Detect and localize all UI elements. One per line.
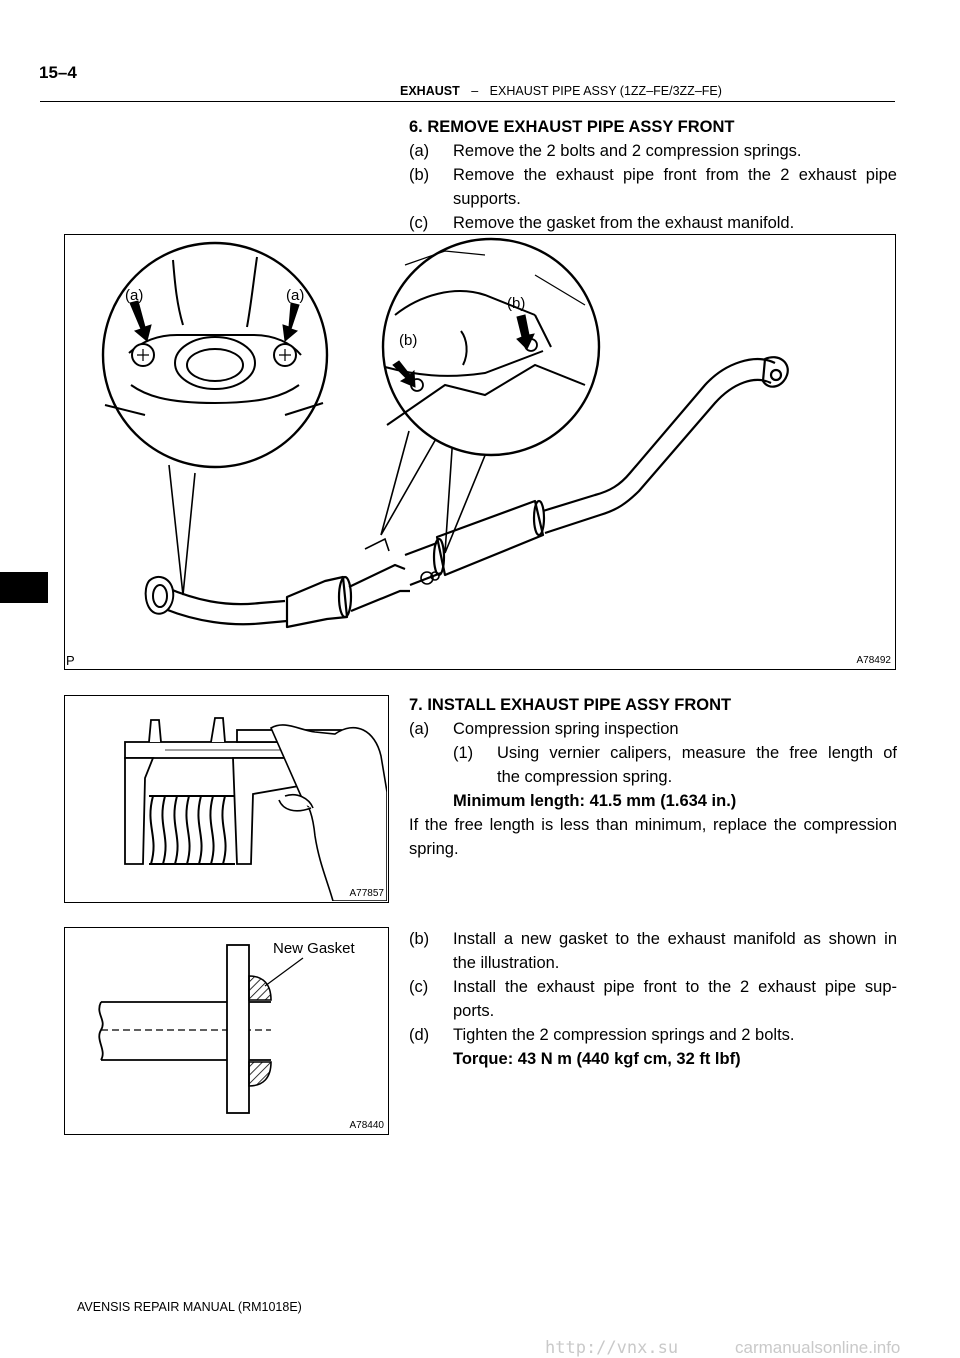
page-header-title: EXHAUST – EXHAUST PIPE ASSY (1ZZ–FE/3ZZ–… [400,84,722,98]
figure-corner-mark: P [66,653,75,668]
exhaust-pipe-illustration [101,237,789,629]
callout-b-upper: (b) [507,295,526,312]
item-text: Compression spring inspection [453,720,679,738]
step-6-item-a: (a) Remove the 2 bolts and 2 compression… [409,139,897,163]
sub-text: Using vernier calipers, measure the free… [497,744,897,762]
step-7-item-b: (b) Install a new gasket to the exhaust … [409,927,897,951]
step-7-sub-1-cont: the compression spring. [497,768,673,786]
step-7-heading: 7. INSTALL EXHAUST PIPE ASSY FRONT [409,696,732,714]
watermark-right: carmanualsonline.info [735,1338,901,1357]
item-label: (d) [409,1026,430,1044]
step-6-heading: 6. REMOVE EXHAUST PIPE ASSY FRONT [409,118,735,136]
page-number: 15–4 [39,63,77,82]
figure-code: A78440 [349,1120,384,1131]
step-7-item-d: (d) Tighten the 2 compression springs an… [409,1023,897,1047]
figure-vernier-caliper: A77857 [64,695,389,903]
note-line-2: spring. [409,840,459,858]
item-label: (c) [409,214,429,232]
section-name: EXHAUST [400,84,460,98]
watermark-left: http://vnx.su [545,1338,679,1358]
item-label: (b) [409,930,430,948]
new-gasket-label: New Gasket [273,940,355,957]
figure-code: A78492 [856,655,891,666]
figure-code: A77857 [349,888,384,899]
step-7-item-c: (c) Install the exhaust pipe front to th… [409,975,897,999]
header-rule [40,101,895,102]
figure-exhaust-pipe-removal: P (a) (a) (b) (b) A78492 [64,234,896,670]
section-tab-marker [0,572,48,603]
step-7-item-c-cont: ports. [453,1002,495,1020]
gasket-illustration [98,944,304,1114]
footer-manual-title: AVENSIS REPAIR MANUAL (RM1018E) [77,1300,302,1314]
item-text: Remove the 2 bolts and 2 compression spr… [453,142,802,160]
item-text: Tighten the 2 compression springs and 2 … [453,1026,795,1044]
sub-label: (1) [453,744,474,762]
spec-minimum-length: Minimum length: 41.5 mm (1.634 in.) [453,792,737,810]
torque-spec: Torque: 43 N m (440 kgf cm, 32 ft lbf) [453,1050,741,1068]
item-label: (c) [409,978,429,996]
step-7-item-a: (a) Compression spring inspection [409,717,897,741]
header-separator: – [471,84,479,98]
step-6-item-b: (b) Remove the exhaust pipe front from t… [409,163,897,187]
callout-a-left: (a) [125,287,144,304]
note-line-1: If the free length is less than minimum,… [409,816,897,834]
caliper-illustration [124,717,387,901]
item-text: Install the exhaust pipe front to the 2 … [453,978,897,996]
item-label: (a) [409,720,430,738]
callout-a-right: (a) [286,287,305,304]
item-text: Install a new gasket to the exhaust mani… [453,930,897,948]
item-text: Remove the exhaust pipe front from the 2… [453,166,897,184]
item-label: (b) [409,166,430,184]
step-7-item-b-cont: the illustration. [453,954,560,972]
step-6-item-b-cont: supports. [409,187,897,211]
step-6-item-c: (c) Remove the gasket from the exhaust m… [409,211,897,235]
item-label: (a) [409,142,430,160]
callout-b-lower: (b) [399,332,418,349]
subsection-name: EXHAUST PIPE ASSY (1ZZ–FE/3ZZ–FE) [489,84,722,98]
item-text: supports. [453,190,521,208]
item-text: Remove the gasket from the exhaust manif… [453,214,795,232]
figure-new-gasket: New Gasket A78440 [64,927,389,1135]
